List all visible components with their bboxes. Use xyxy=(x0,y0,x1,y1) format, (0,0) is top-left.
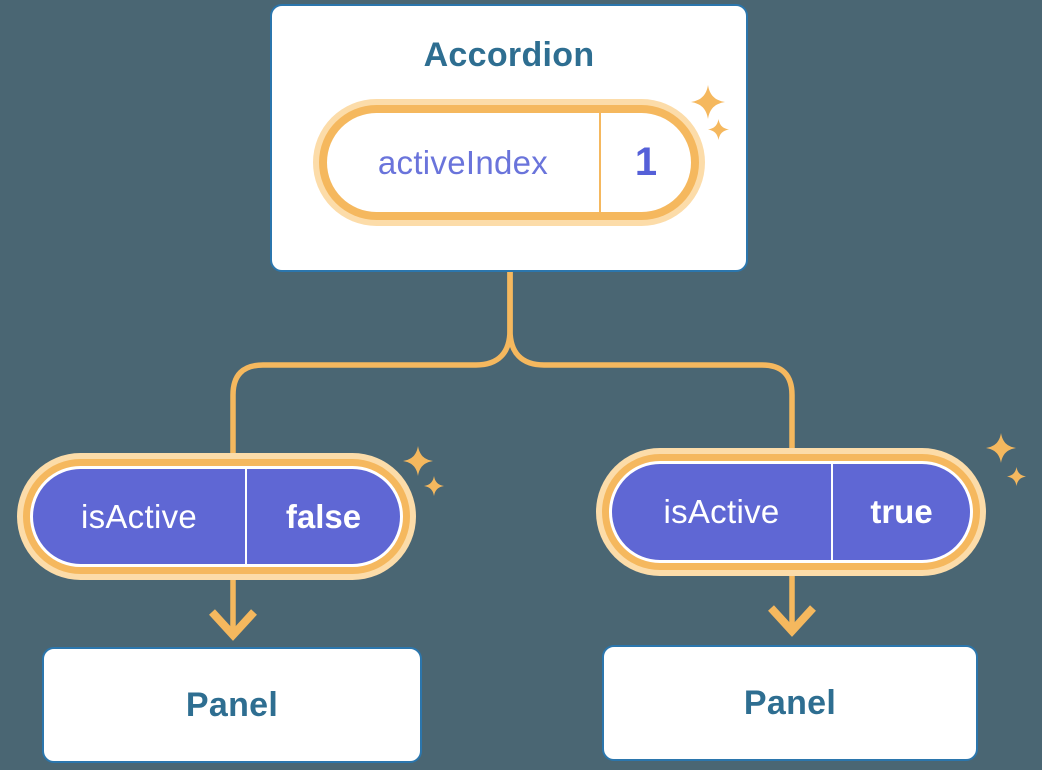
prop-pill-body: isActive true xyxy=(609,461,973,563)
arrow-right-head xyxy=(768,605,816,637)
panel-card-left: Panel xyxy=(42,647,422,763)
sparkle-icon xyxy=(424,476,444,496)
sparkle-icon xyxy=(986,433,1016,463)
state-pill-value: 1 xyxy=(599,113,691,212)
panel-left-title: Panel xyxy=(185,685,279,724)
prop-pill-label: isActive xyxy=(80,497,198,535)
sparkle-icon xyxy=(691,85,725,119)
prop-pill-isactive-true: isActive true xyxy=(596,448,986,576)
state-pill-ring: activeIndex 1 xyxy=(319,105,699,220)
prop-pill-ring: isActive true xyxy=(602,454,980,570)
state-pill-body: activeIndex 1 xyxy=(327,113,691,212)
prop-pill-value: false xyxy=(245,469,400,564)
sparkle-icon xyxy=(403,446,433,476)
prop-pill-isactive-false: isActive false xyxy=(17,453,416,580)
accordion-card-title: Accordion xyxy=(423,36,595,74)
sparkle-icon xyxy=(1007,467,1026,486)
state-pill-label: activeIndex xyxy=(377,143,549,181)
state-pill-activeindex: activeIndex 1 xyxy=(313,99,705,226)
sparkle-icon xyxy=(708,119,729,140)
prop-pill-ring: isActive false xyxy=(23,459,410,574)
arrow-left-head xyxy=(209,609,257,641)
prop-pill-body: isActive false xyxy=(30,466,403,567)
branch-right-line xyxy=(507,272,795,450)
prop-pill-label: isActive xyxy=(663,493,780,530)
panel-right-title: Panel xyxy=(743,683,837,722)
panel-card-right: Panel xyxy=(602,645,978,761)
branch-left-line xyxy=(230,272,513,455)
prop-pill-value: true xyxy=(831,464,970,560)
